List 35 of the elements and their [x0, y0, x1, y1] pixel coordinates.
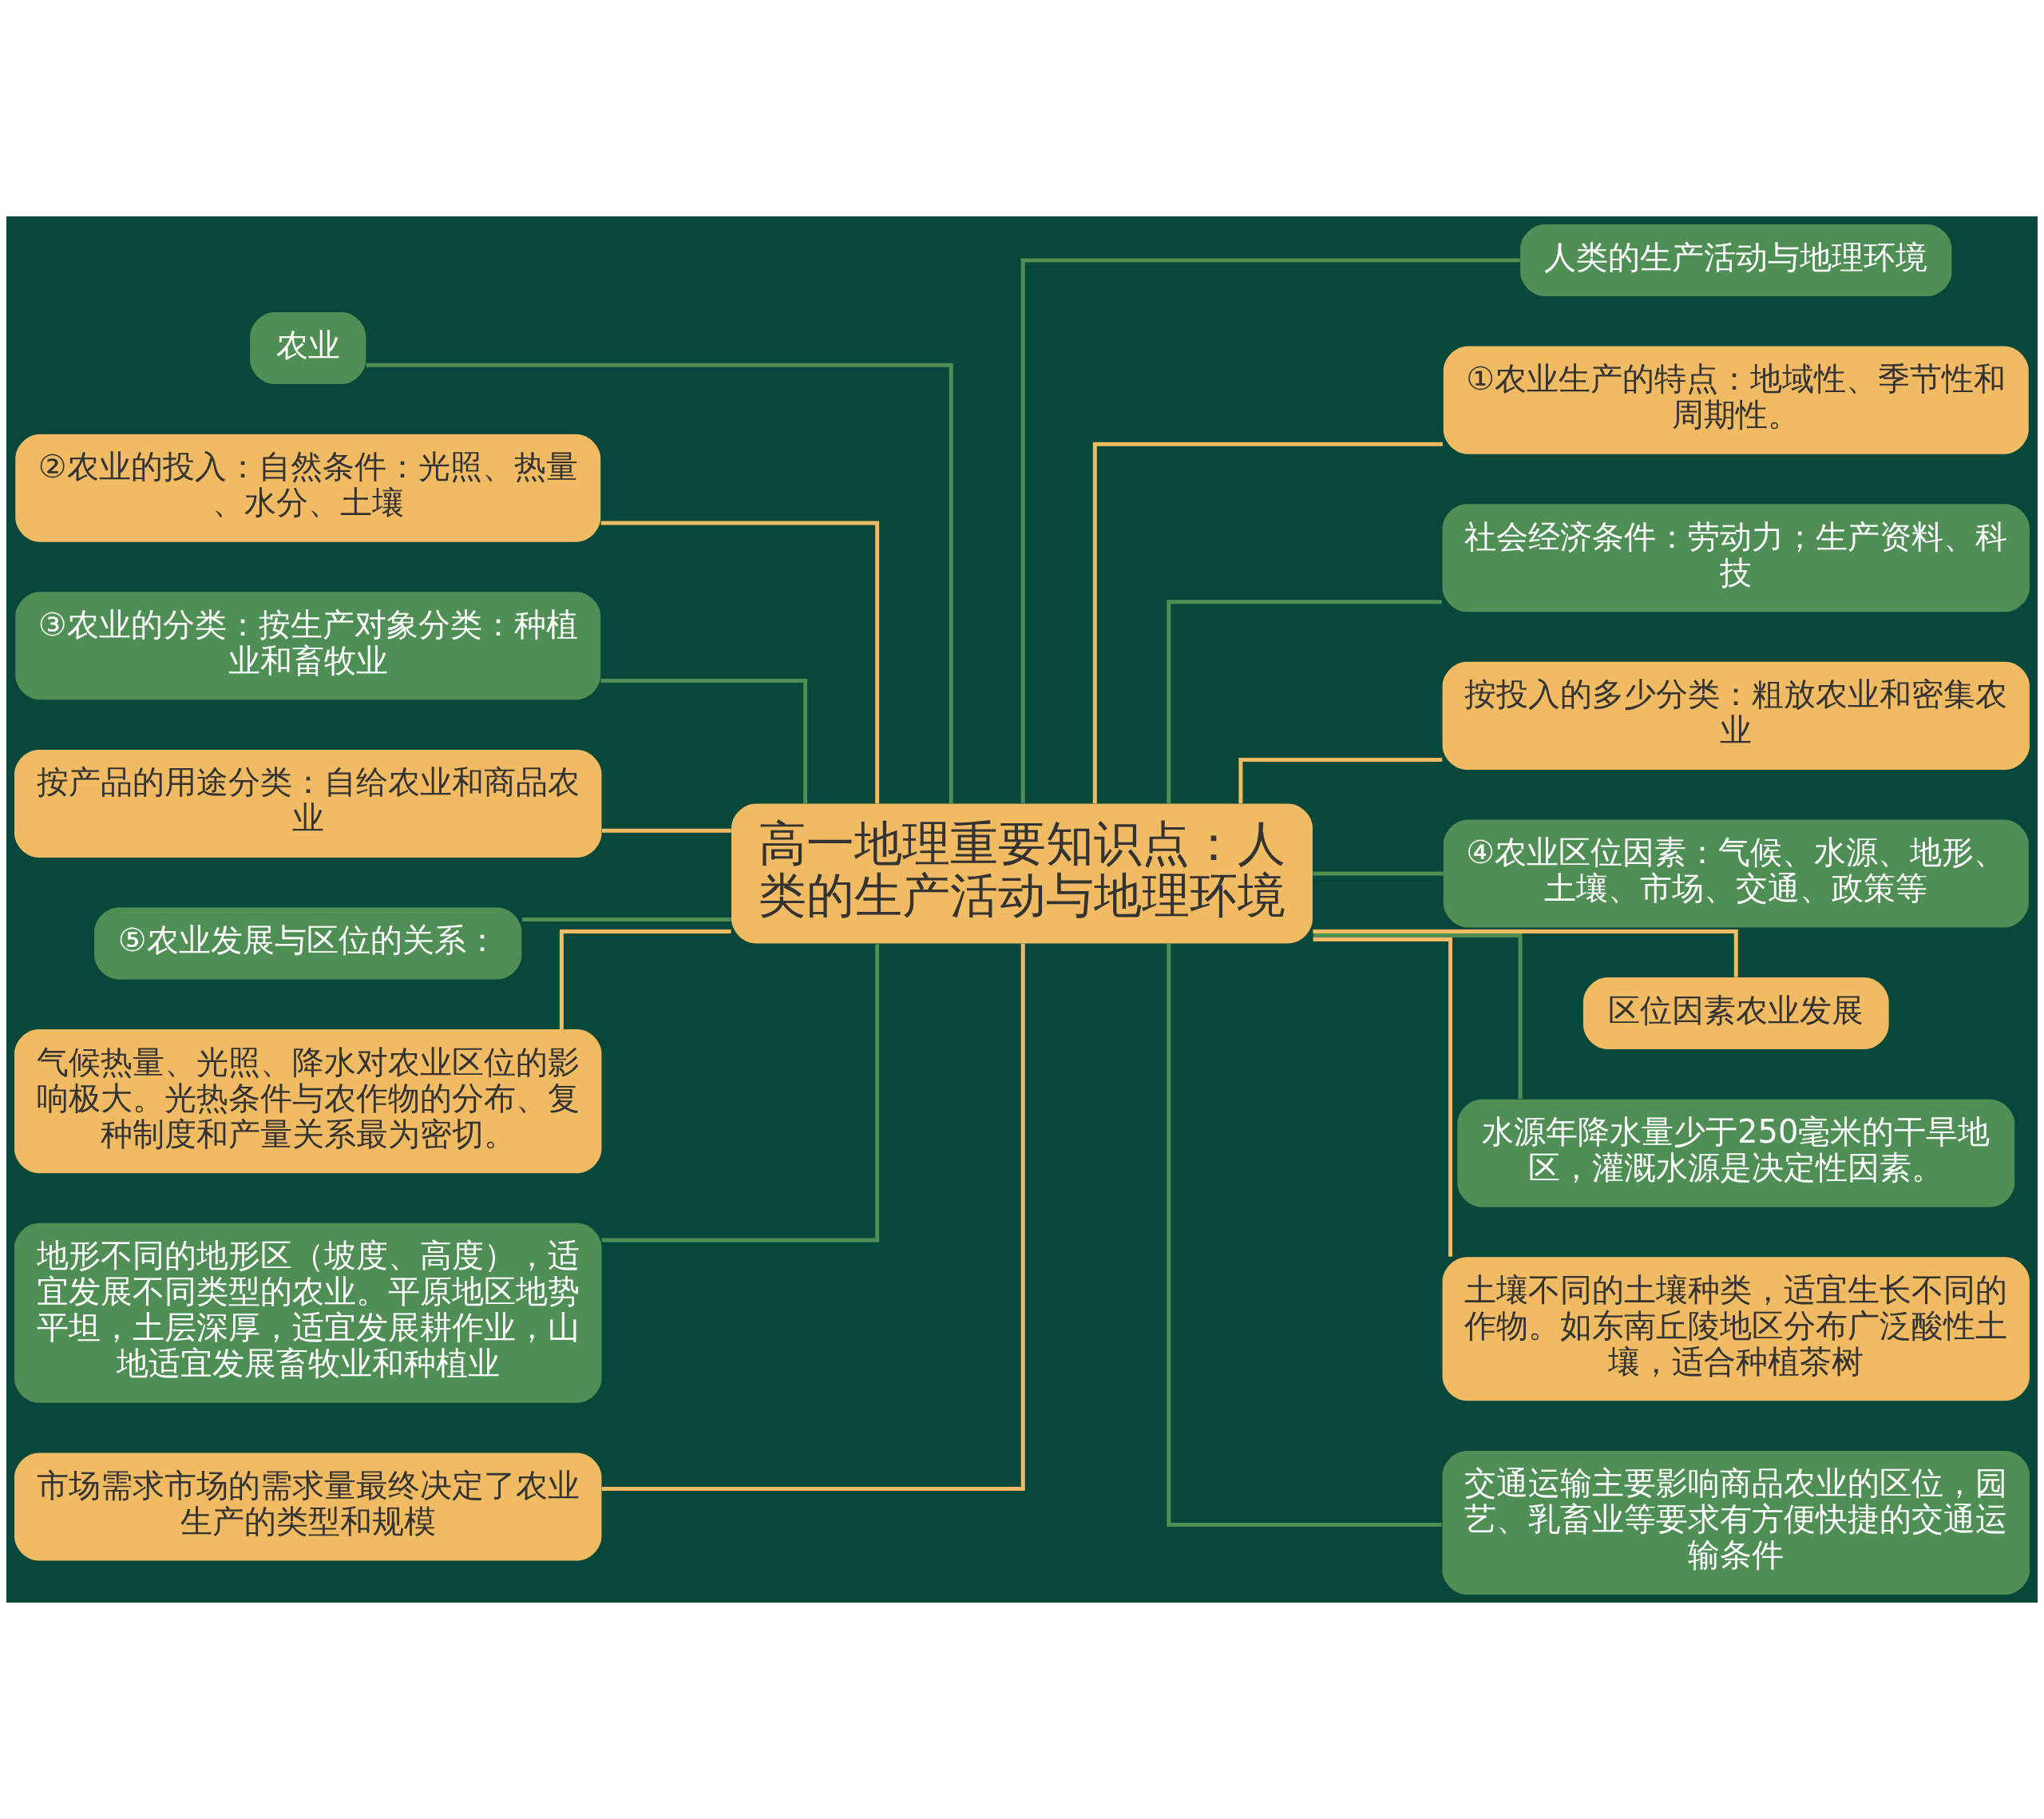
connector — [600, 521, 880, 804]
connector — [522, 917, 731, 921]
node-box: 气候热量、光照、降水对农业区位的影响极大。光热条件与农作物的分布、复种制度和产量关系最为密切。 — [14, 1029, 602, 1174]
node-box: 按投入的多少分类：粗放农业和密集农业 — [1442, 661, 2030, 770]
node-box: ⑤农业发展与区位的关系： — [94, 907, 522, 980]
connector — [1313, 937, 1453, 1257]
node-box: 按产品的用途分类：自给农业和商品农业 — [14, 749, 602, 858]
connector — [1020, 258, 1520, 803]
connector — [1167, 600, 1442, 804]
connector — [1238, 757, 1443, 804]
connector — [366, 363, 953, 804]
node-box: 水源年降水量少于250毫米的干旱地区，灌溉水源是决定性因素。 — [1457, 1099, 2015, 1207]
connector — [1313, 871, 1444, 876]
connector — [601, 828, 731, 833]
node-box: 区位因素农业发展 — [1583, 977, 1889, 1050]
connector — [1167, 944, 1442, 1527]
connector — [1092, 442, 1443, 804]
node-box: 市场需求市场的需求量最终决定了农业生产的类型和规模 — [14, 1452, 602, 1561]
node-box: ①农业生产的特点：地域性、季节性和周期性。 — [1443, 346, 2029, 454]
node-box: 高一地理重要知识点：人类的生产活动与地理环境 — [731, 803, 1313, 944]
connector — [601, 943, 1025, 1491]
node-box: 社会经济条件：劳动力；生产资料、科技 — [1442, 504, 2030, 612]
node-box: ③农业的分类：按生产对象分类：种植业和畜牧业 — [15, 592, 601, 700]
connector — [600, 679, 808, 804]
node-box: ④农业区位因素：气候、水源、地形、土壤、市场、交通、政策等 — [1443, 819, 2029, 928]
node-box: 土壤不同的土壤种类，适宜生长不同的作物。如东南丘陵地区分布广泛酸性土壤，适合种植茶树 — [1442, 1257, 2030, 1401]
connector — [1313, 933, 1523, 1100]
connector — [601, 944, 880, 1242]
connector — [559, 929, 731, 1029]
node-box: 地形不同的地形区（坡度、高度），适宜发展不同类型的农业。平原地区地势平坦，土层深厚，适宜发展耕作业，山地适宜发展畜牧业和种植业 — [14, 1223, 602, 1403]
node-box: 农业 — [250, 312, 366, 385]
node-box: 人类的生产活动与地理环境 — [1520, 224, 1952, 297]
connector — [1313, 929, 1738, 977]
node-box: ②农业的投入：自然条件：光照、热量、水分、土壤 — [15, 434, 601, 542]
node-box: 交通运输主要影响商品农业的区位，园艺、乳畜业等要求有方便快捷的交通运输条件 — [1442, 1450, 2030, 1595]
